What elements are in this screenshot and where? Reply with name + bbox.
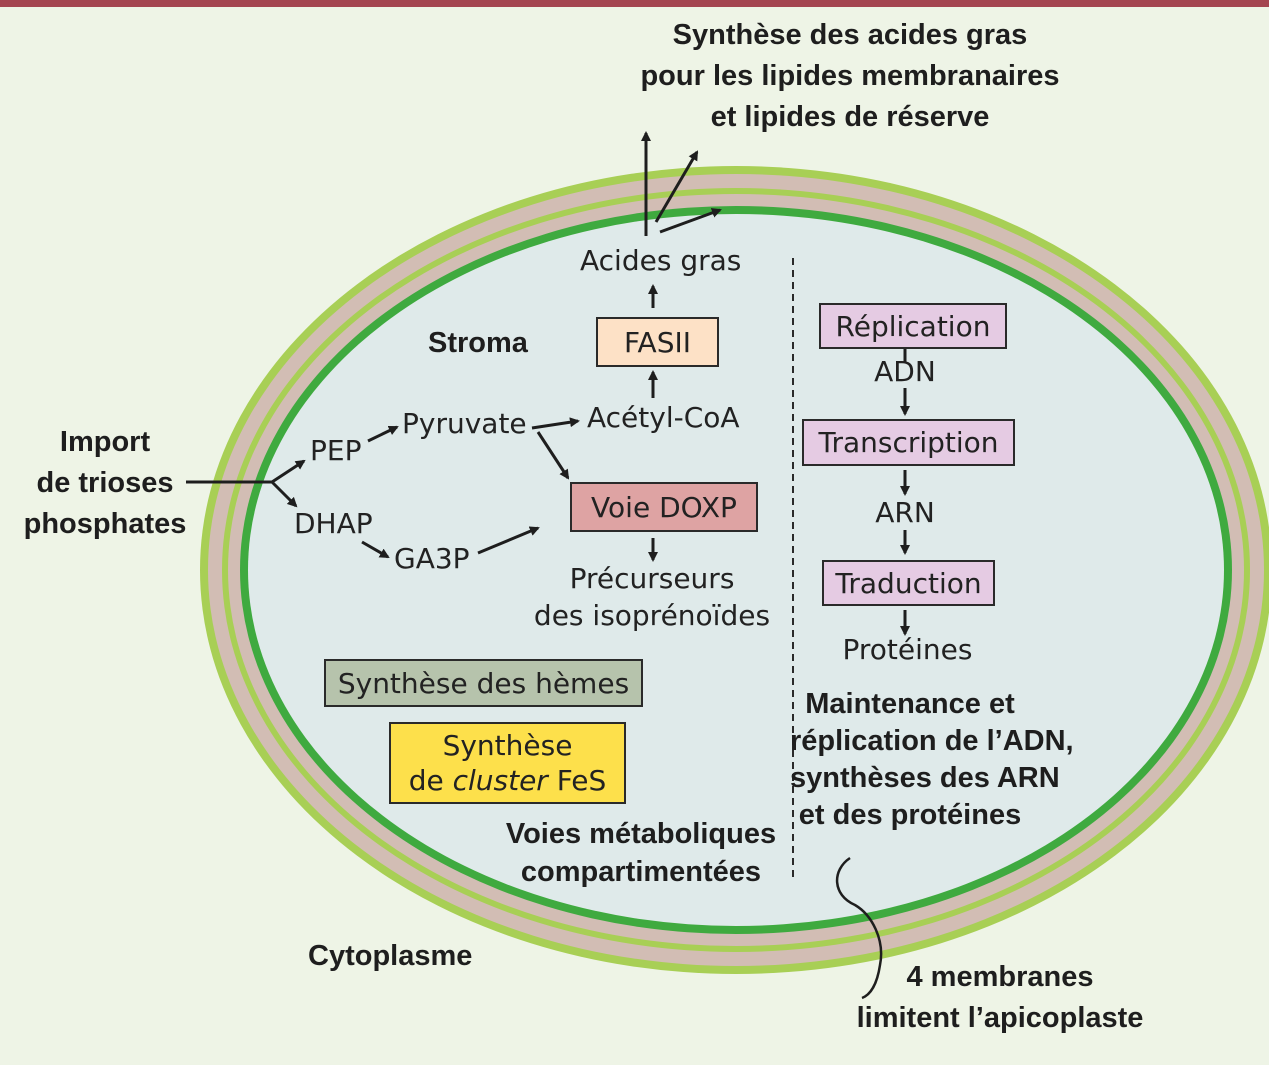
fatty-acid-export-arrows (641, 131, 722, 236)
title-line-2: pour les lipides membranaires (640, 60, 1060, 92)
voies-caption-line-1: Voies métaboliques (505, 818, 777, 850)
precurseurs-line-2: des isoprénoïdes (533, 599, 771, 632)
fes-box-line-2: de cluster FeS (409, 763, 607, 798)
dhap-label: DHAP (294, 507, 373, 540)
fes-box-line-1: Synthèse (442, 729, 573, 762)
pep-label: PEP (310, 434, 362, 467)
import-line-1: Import (59, 426, 151, 458)
cytoplasme-label: Cytoplasme (308, 940, 473, 972)
fes-cluster-box: Synthèse de cluster FeS (389, 722, 626, 804)
pathway-arrows (186, 284, 910, 636)
import-line-3: phosphates (23, 508, 187, 540)
pyruvate-label: Pyruvate (402, 407, 527, 440)
fes-box-prefix: de (408, 764, 453, 797)
arn-label: ARN (875, 496, 935, 529)
membranes-caption-line-2: limitent l’apicoplaste (856, 1002, 1144, 1034)
fasii-box: FASII (596, 317, 719, 367)
transcription-box: Transcription (802, 419, 1015, 466)
voies-caption-line-2: compartimentées (520, 856, 762, 888)
replication-box: Réplication (819, 303, 1007, 349)
title-line-1: Synthèse des acides gras (672, 19, 1028, 51)
fes-box-suffix: FeS (547, 764, 607, 797)
hemes-box: Synthèse des hèmes (324, 659, 643, 707)
fes-box-italic: cluster (452, 764, 548, 797)
precurseurs-line-1: Précurseurs (569, 562, 735, 595)
arrow-ga3p-to-doxp (477, 526, 540, 555)
ga3p-label: GA3P (394, 542, 470, 575)
maint-caption-line-3: synthèses des ARN (790, 762, 1060, 794)
membrane-pointer-loop (835, 856, 883, 1000)
title-line-3: et lipides de réserve (710, 101, 990, 133)
arrow-pyruvate-to-acetylcoa (531, 417, 580, 430)
acides-gras-label: Acides gras (580, 244, 742, 277)
maint-caption-line-1: Maintenance et (805, 688, 1015, 720)
acetyl-coa-label: Acétyl-CoA (587, 401, 740, 434)
arrow-import-to-dhap (270, 480, 298, 508)
membranes-caption-line-1: 4 membranes (906, 961, 1094, 993)
arrow-import-to-pep (271, 459, 306, 484)
traduction-box: Traduction (822, 560, 995, 606)
import-line-2: de trioses (36, 467, 174, 499)
arrow-dhap-to-ga3p (361, 540, 390, 559)
maint-caption-line-2: réplication de l’ADN, (790, 725, 1074, 757)
maint-caption-line-4: et des protéines (798, 799, 1022, 831)
top-bar (0, 0, 1269, 7)
voie-doxp-box: Voie DOXP (570, 482, 758, 532)
stroma-label: Stroma (428, 327, 528, 359)
arrow-pyruvate-to-doxp (536, 431, 570, 480)
proteines-label: Protéines (842, 633, 973, 666)
adn-label: ADN (874, 355, 936, 388)
arrow-pep-to-pyruvate (367, 425, 399, 443)
